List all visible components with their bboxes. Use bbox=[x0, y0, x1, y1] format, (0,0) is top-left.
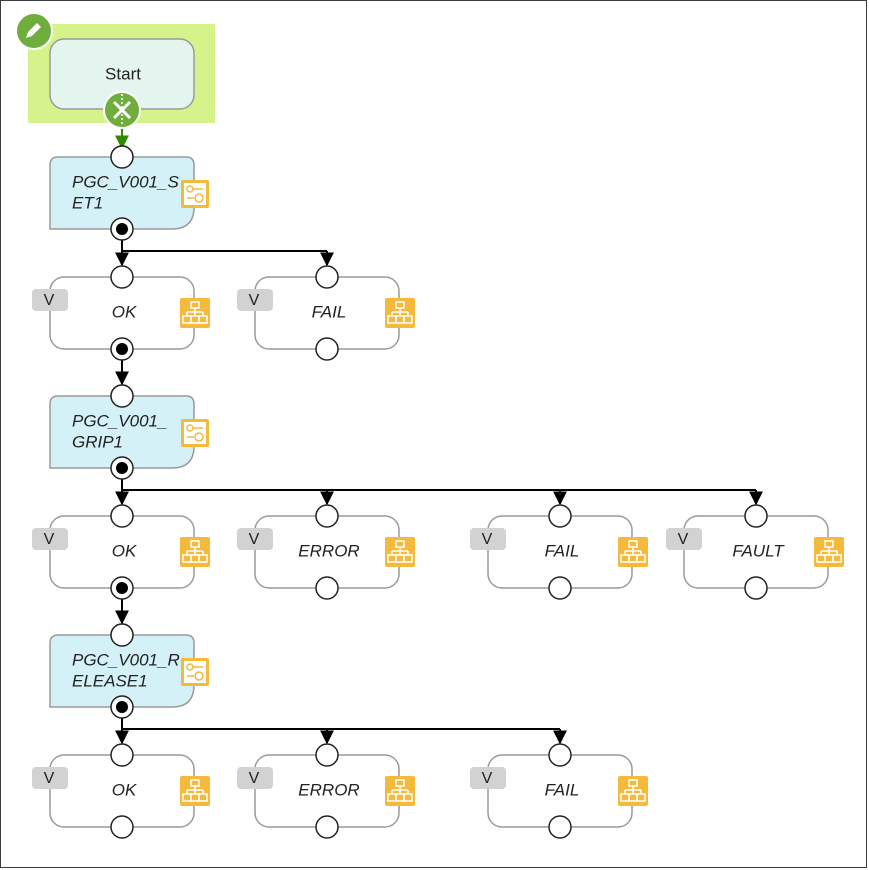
v-badge[interactable] bbox=[470, 767, 506, 789]
v-badge[interactable] bbox=[237, 289, 273, 311]
result-label: OK bbox=[112, 780, 137, 799]
v-badge-label: V bbox=[44, 770, 55, 787]
step-input-port[interactable] bbox=[110, 145, 134, 169]
result-node-fail[interactable]: V FAIL bbox=[470, 504, 648, 600]
v-badge-label: V bbox=[44, 292, 55, 309]
step-label-line-1: PGC_V001_R bbox=[72, 650, 180, 669]
result-label: OK bbox=[112, 541, 137, 560]
step-box[interactable] bbox=[49, 634, 195, 708]
result-output-port[interactable] bbox=[548, 576, 572, 600]
close-icon[interactable] bbox=[103, 91, 141, 129]
result-input-port[interactable] bbox=[110, 265, 134, 289]
v-badge-label: V bbox=[678, 531, 689, 548]
step-input-port[interactable] bbox=[110, 623, 134, 647]
result-input-port[interactable] bbox=[315, 265, 339, 289]
step-input-port[interactable] bbox=[110, 384, 134, 408]
v-badge-label: V bbox=[249, 770, 260, 787]
v-badge[interactable] bbox=[237, 528, 273, 550]
result-output-port[interactable] bbox=[110, 815, 134, 839]
step-label-line-2: GRIP1 bbox=[72, 432, 123, 451]
result-node-fault[interactable]: V FAULT bbox=[666, 504, 844, 600]
v-badge[interactable] bbox=[237, 767, 273, 789]
hierarchy-icon[interactable] bbox=[618, 776, 648, 806]
step-node-2[interactable]: PGC_V001_ GRIP1 bbox=[49, 384, 209, 480]
sequence-icon bbox=[181, 658, 209, 686]
step-label-line-1: PGC_V001_ bbox=[72, 411, 167, 430]
v-badge[interactable] bbox=[32, 528, 68, 550]
result-label: FAIL bbox=[545, 780, 580, 799]
step-node-3[interactable]: PGC_V001_R ELEASE1 bbox=[49, 623, 209, 719]
hierarchy-icon[interactable] bbox=[385, 537, 415, 567]
step-box[interactable] bbox=[49, 395, 195, 469]
sequence-icon bbox=[181, 180, 209, 208]
step-label-line-2: ET1 bbox=[72, 193, 103, 212]
v-badge-label: V bbox=[482, 770, 493, 787]
result-label: FAIL bbox=[545, 541, 580, 560]
step-box[interactable] bbox=[49, 156, 195, 230]
v-badge[interactable] bbox=[470, 528, 506, 550]
result-label: ERROR bbox=[298, 780, 359, 799]
v-badge[interactable] bbox=[32, 289, 68, 311]
result-input-port[interactable] bbox=[548, 504, 572, 528]
connector-layer bbox=[115, 128, 763, 745]
result-input-port[interactable] bbox=[110, 504, 134, 528]
result-node-error[interactable]: V ERROR bbox=[237, 504, 415, 600]
v-badge-label: V bbox=[44, 531, 55, 548]
result-output-port[interactable] bbox=[744, 576, 768, 600]
result-node-fail[interactable]: V FAIL bbox=[237, 265, 415, 361]
start-node[interactable]: Start bbox=[15, 12, 215, 129]
result-label: ERROR bbox=[298, 541, 359, 560]
v-badge-label: V bbox=[482, 531, 493, 548]
result-input-port[interactable] bbox=[744, 504, 768, 528]
result-input-port[interactable] bbox=[110, 743, 134, 767]
result-label: FAULT bbox=[732, 541, 785, 560]
result-node-ok[interactable]: V OK bbox=[32, 743, 210, 839]
hierarchy-icon[interactable] bbox=[385, 298, 415, 328]
step-label-line-2: ELEASE1 bbox=[72, 671, 148, 690]
hierarchy-icon[interactable] bbox=[618, 537, 648, 567]
sequence-icon bbox=[181, 419, 209, 447]
v-badge[interactable] bbox=[32, 767, 68, 789]
result-node-fail[interactable]: V FAIL bbox=[470, 743, 648, 839]
result-node-error[interactable]: V ERROR bbox=[237, 743, 415, 839]
hierarchy-icon[interactable] bbox=[180, 298, 210, 328]
result-output-port[interactable] bbox=[315, 576, 339, 600]
hierarchy-icon[interactable] bbox=[385, 776, 415, 806]
hierarchy-icon[interactable] bbox=[180, 776, 210, 806]
result-output-port[interactable] bbox=[315, 815, 339, 839]
pencil-icon[interactable] bbox=[15, 12, 53, 50]
result-node-ok[interactable]: V OK bbox=[32, 265, 210, 361]
v-badge-label: V bbox=[249, 531, 260, 548]
v-badge-label: V bbox=[249, 292, 260, 309]
start-label: Start bbox=[105, 64, 141, 83]
result-input-port[interactable] bbox=[315, 504, 339, 528]
result-input-port[interactable] bbox=[315, 743, 339, 767]
result-output-port[interactable] bbox=[315, 337, 339, 361]
result-output-port[interactable] bbox=[548, 815, 572, 839]
hierarchy-icon[interactable] bbox=[180, 537, 210, 567]
result-input-port[interactable] bbox=[548, 743, 572, 767]
v-badge[interactable] bbox=[666, 528, 702, 550]
result-node-ok[interactable]: V OK bbox=[32, 504, 210, 600]
step-label-line-1: PGC_V001_S bbox=[72, 172, 179, 191]
result-label: FAIL bbox=[312, 302, 347, 321]
hierarchy-icon[interactable] bbox=[814, 537, 844, 567]
result-label: OK bbox=[112, 302, 137, 321]
step-node-1[interactable]: PGC_V001_S ET1 bbox=[49, 145, 209, 241]
